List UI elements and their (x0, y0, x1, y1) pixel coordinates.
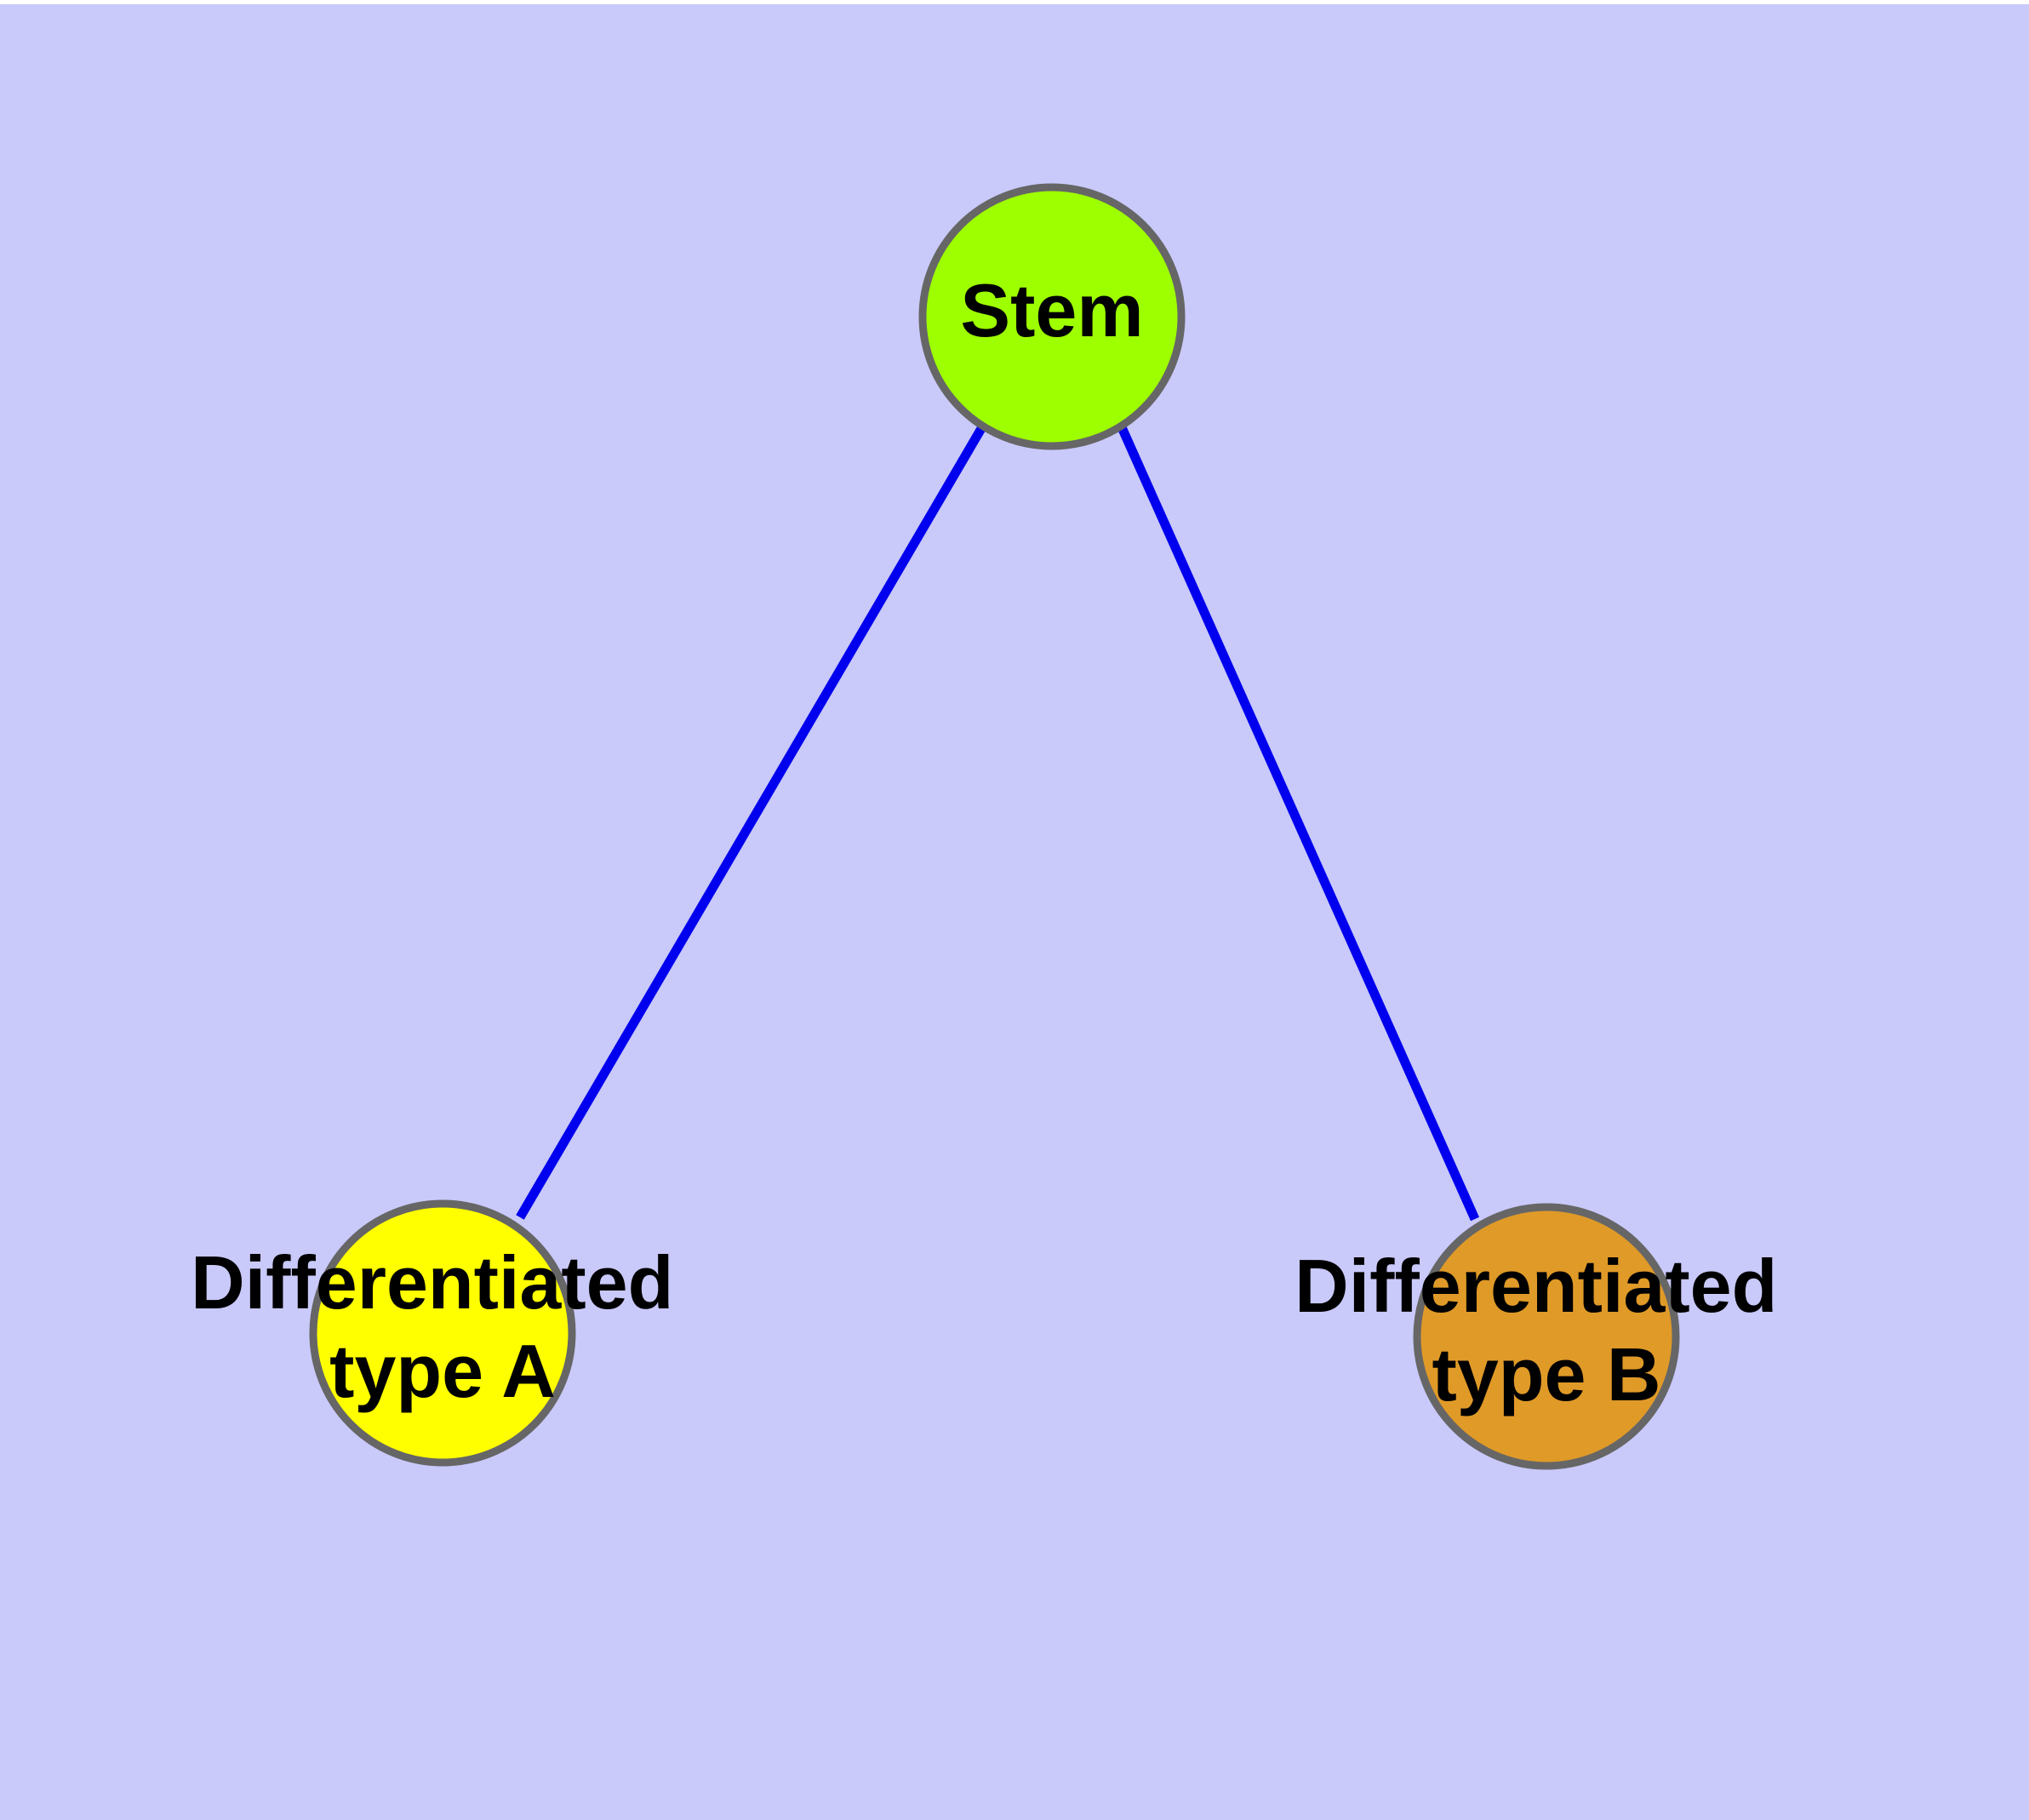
edge-stem-to-differentiated-type-b[interactable] (1117, 425, 1480, 1222)
node-layer: Stem Differentiated type A Differentiate… (191, 183, 1798, 1470)
node-differentiated-type-b-label-line-1: Differentiated (1295, 1244, 1777, 1328)
node-stem-label-line-1: Stem (960, 268, 1143, 352)
node-stem-circle[interactable] (918, 183, 1186, 450)
node-differentiated-type-b-circle[interactable] (1413, 1203, 1680, 1470)
node-differentiated-type-b-label-line-2: type B (1432, 1332, 1661, 1417)
node-stem-label: Stem (960, 268, 1143, 352)
node-differentiated-type-a-label-line-2: type A (329, 1329, 556, 1413)
node-stem[interactable]: Stem (918, 183, 1186, 450)
node-differentiated-type-a-label: Differentiated type A (191, 1240, 694, 1413)
node-differentiated-type-a-label-line-1: Differentiated (191, 1240, 673, 1325)
edge-layer (516, 423, 1480, 1222)
node-differentiated-type-b-label: Differentiated type B (1295, 1244, 1798, 1417)
edge-stem-to-differentiated-type-a[interactable] (516, 423, 987, 1220)
node-differentiated-type-a[interactable]: Differentiated type A (191, 1199, 694, 1467)
node-differentiated-type-a-circle[interactable] (309, 1199, 576, 1467)
node-differentiated-type-b[interactable]: Differentiated type B (1295, 1203, 1798, 1470)
